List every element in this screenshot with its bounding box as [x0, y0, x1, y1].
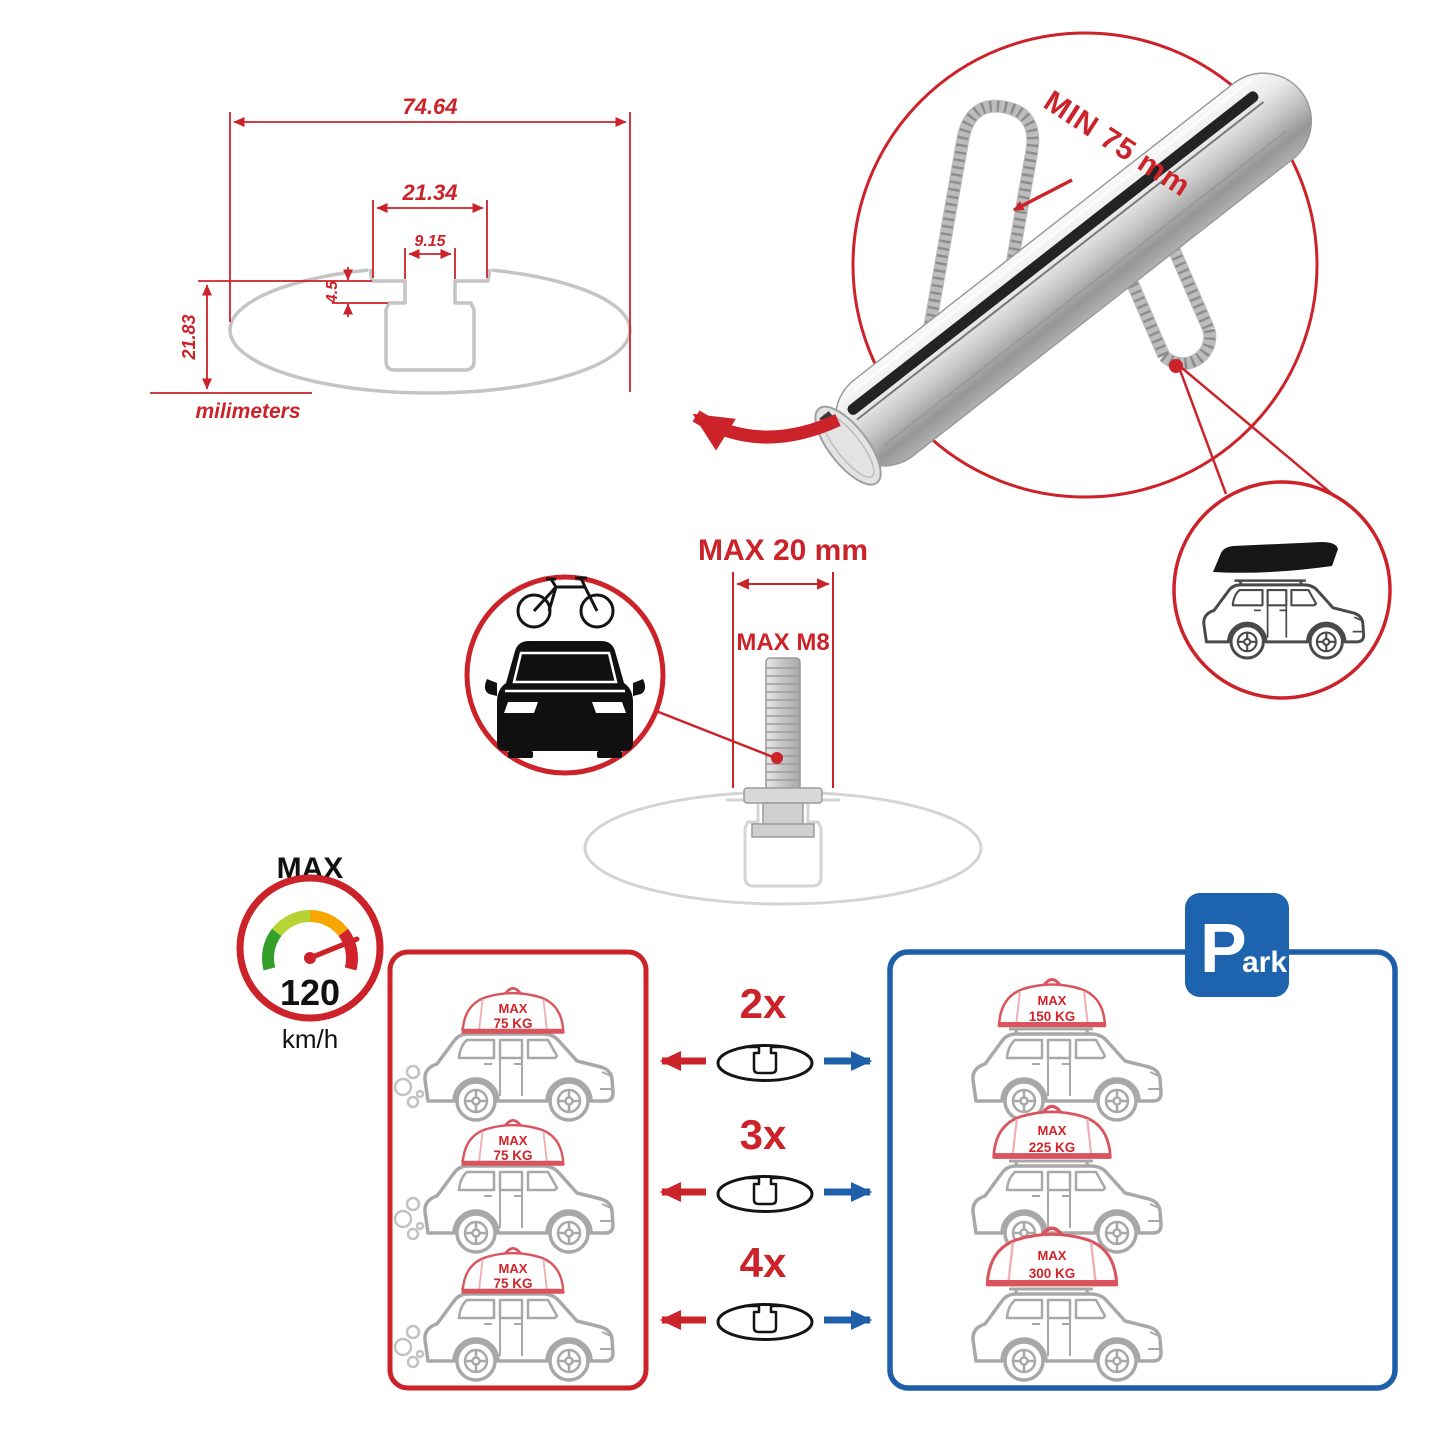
- multiplier-label: 4x: [740, 1239, 787, 1286]
- car-headlights: [504, 702, 626, 713]
- roofbox-car-circle: [1172, 480, 1392, 700]
- bar-detail-section: MIN 75 mm: [692, 31, 1392, 700]
- bike-wheel-right: [579, 593, 615, 629]
- cargo-badge-weight: 300 KG: [1029, 1266, 1076, 1281]
- park-sign-square: [1185, 893, 1289, 997]
- ghost-channel: [726, 798, 840, 888]
- left-car-row-2: MAX 75 KG: [393, 1118, 615, 1254]
- dim-channel-width-label: 21.34: [401, 180, 457, 205]
- bar-groove-edge: [856, 101, 1265, 421]
- stud-stem: [762, 802, 804, 826]
- t-nut: [751, 823, 815, 838]
- car-windshield: [512, 651, 618, 684]
- bolt-thread-label: MAX M8: [736, 629, 829, 656]
- speed-gauge-icon: [261, 910, 359, 971]
- bar-groove: [847, 91, 1259, 415]
- stud-flange: [743, 787, 823, 804]
- speedometer: MAX 120 km/h: [236, 852, 384, 1054]
- bar-highlight: [853, 78, 1253, 392]
- min-span-arrow: [1013, 178, 1073, 212]
- clamp-pointer-dot: [1169, 359, 1183, 373]
- crossbar-profile-icon: [716, 1175, 814, 1213]
- clamp-threads: [1112, 219, 1215, 359]
- right-car-row-2: MAX 225 KG: [971, 1104, 1163, 1254]
- clamp-rod: [922, 99, 1040, 345]
- right-car-row-3: MAX 300 KG: [971, 1226, 1163, 1382]
- gauge-orange: [309, 910, 349, 937]
- dim-slot-width-label: 9.15: [414, 233, 446, 250]
- crossbar-profile-icon: [716, 1044, 814, 1082]
- cargo-badge-max: MAX: [1038, 1123, 1067, 1138]
- park-sign-icon: P ark: [1185, 893, 1289, 997]
- bike-car-circle: [464, 574, 666, 776]
- bike-icon: [516, 576, 615, 629]
- cargo-badge-max: MAX: [1038, 993, 1067, 1008]
- bolt-callout-line: [655, 709, 774, 759]
- cargo-badge-weight: 75 KG: [493, 1016, 532, 1031]
- bolt-max-length-label: MAX 20 mm: [698, 534, 868, 567]
- multiplier-label: 2x: [740, 980, 787, 1027]
- dim-slot-width: [404, 248, 456, 279]
- left-car-row-1: MAX 75 KG: [393, 986, 615, 1122]
- crossbar-render: [814, 72, 1313, 486]
- dim-channel-width: [372, 200, 488, 278]
- cargo-badge-weight: 150 KG: [1029, 1009, 1076, 1024]
- roof-box-icon: [1213, 542, 1338, 573]
- bike-frame: [532, 576, 599, 613]
- dim-total-width: [229, 112, 631, 392]
- dim-total-height: [150, 284, 312, 394]
- speed-value: 120: [280, 972, 340, 1013]
- cargo-badge-max: MAX: [499, 1133, 528, 1148]
- cargo-badge-weight: 225 KG: [1029, 1140, 1076, 1155]
- pointer-arrow: [692, 410, 841, 451]
- crossbar-profile-icon: [716, 1303, 814, 1341]
- bolt-stud: [743, 657, 823, 838]
- cargo-badge-max: MAX: [499, 1261, 528, 1276]
- bar-end-cap-inner: [821, 413, 875, 478]
- multiplier-row-3: 4x: [659, 1239, 873, 1341]
- cargo-badge-weight: 75 KG: [493, 1276, 532, 1291]
- unit-label: milimeters: [195, 400, 300, 423]
- gauge-yellow: [271, 910, 311, 937]
- multiplier-row-2: 3x: [659, 1111, 873, 1213]
- speed-needle-icon: [304, 936, 360, 964]
- car-front-body: [497, 641, 633, 751]
- stud-threads: [766, 667, 800, 781]
- dim-total-height-label: 21.83: [179, 314, 199, 360]
- bar-shade: [883, 130, 1287, 446]
- needle: [307, 936, 360, 961]
- multiplier-row-1: 2x: [659, 980, 873, 1082]
- gauge-red: [338, 928, 359, 971]
- car-wheel-left: [508, 751, 533, 758]
- right-car-row-1: MAX 150 KG: [971, 978, 1163, 1122]
- park-sign-p: P: [1200, 909, 1247, 987]
- bolt-callout-dot: [771, 752, 783, 764]
- dim-total-width-label: 74.64: [402, 94, 457, 119]
- park-sign-ark: ark: [1242, 946, 1287, 979]
- parking-panel: [887, 949, 1398, 1391]
- multiplier-label: 3x: [740, 1111, 787, 1158]
- cross-section-diagram: 74.64 21.34 9.15 4.5 21.83 milimeters: [150, 94, 632, 423]
- needle-pivot: [304, 952, 316, 964]
- car-wheel-right: [597, 751, 622, 758]
- callout-line-right: [1181, 367, 1357, 515]
- speed-unit: km/h: [282, 1024, 338, 1054]
- speedometer-ring: [236, 874, 384, 1022]
- profile-channel: [368, 268, 492, 372]
- u-bolt-clamp-1-icon: [922, 99, 1040, 345]
- bolt-diagram: MAX 20 mm MAX M8: [583, 534, 983, 906]
- left-car-row-3: MAX 75 KG: [393, 1246, 615, 1382]
- dim-lip-depth-label: 4.5: [324, 280, 341, 304]
- car-front-icon: [484, 641, 646, 758]
- callout-line-left: [1178, 369, 1228, 495]
- dim-lip-depth: [198, 267, 388, 317]
- cargo-badge-max: MAX: [1038, 1248, 1067, 1263]
- gauge-green: [261, 928, 282, 971]
- cargo-badge-max: MAX: [499, 1001, 528, 1016]
- cargo-badge-weight: 75 KG: [493, 1148, 532, 1163]
